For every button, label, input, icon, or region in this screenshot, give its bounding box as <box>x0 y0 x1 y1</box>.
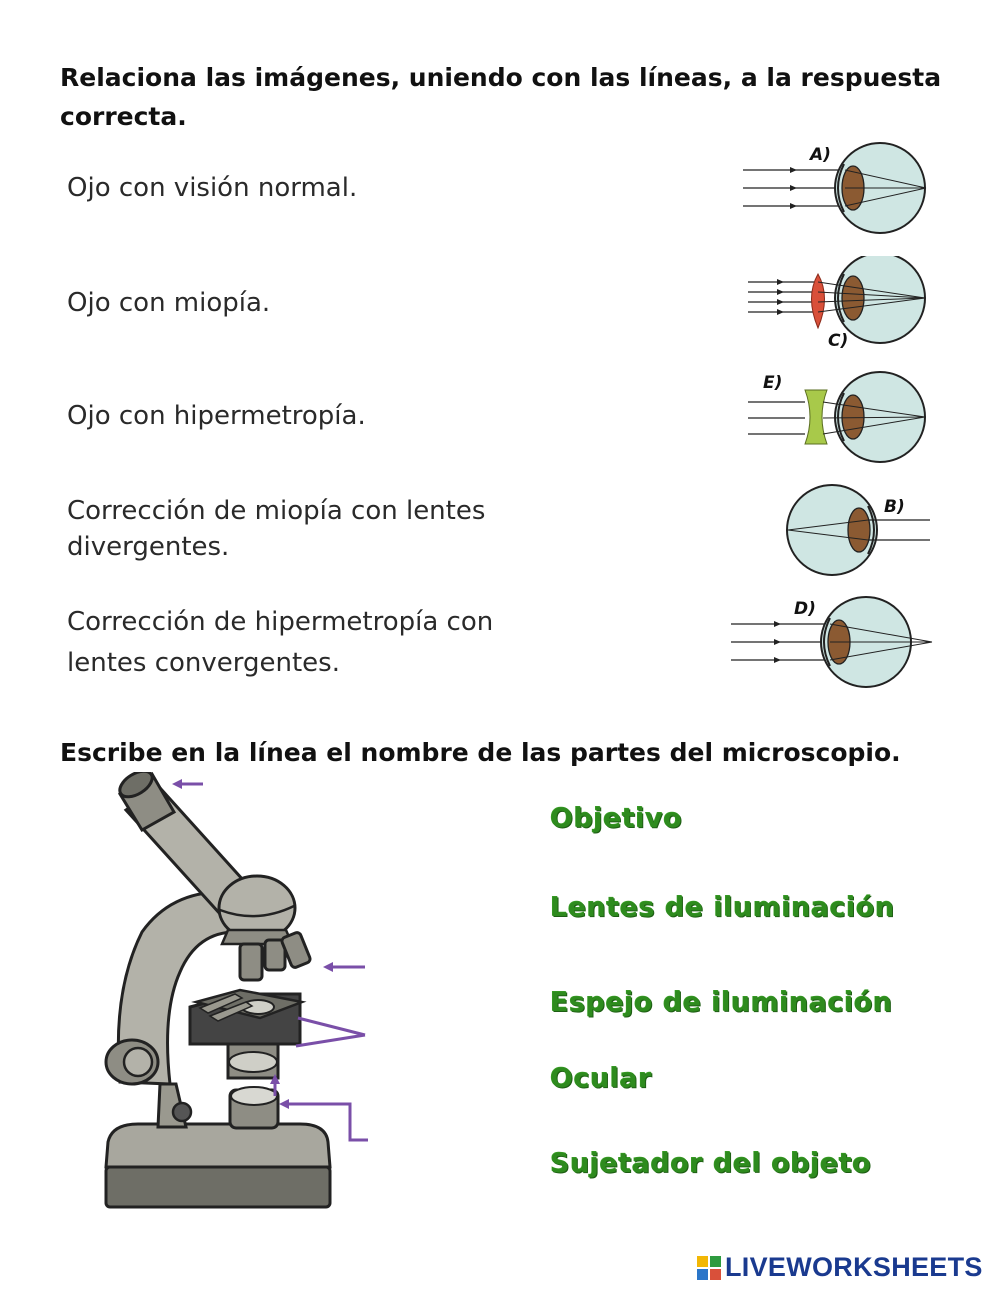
brand-name: LIVEWORKSHEETS <box>725 1252 983 1282</box>
liveworksheets-logo-icon <box>697 1255 721 1280</box>
arrow-stage-upper <box>297 1016 366 1037</box>
statement-normal-vision: Ojo con visión normal. <box>67 173 358 203</box>
eye-label-c: C) <box>828 331 848 351</box>
eye-label-d: D) <box>794 599 816 619</box>
answer-sujetador-del-objeto[interactable]: Sujetador del objeto <box>550 1148 872 1179</box>
statement-hyperopia: Ojo con hipermetropía. <box>67 401 366 431</box>
answer-lentes-de-iluminacion[interactable]: Lentes de iluminación <box>550 892 895 923</box>
arrow-mirror <box>285 1102 368 1142</box>
statement-hyperopia-correction: Corrección de hipermetropía con lentes c… <box>67 607 494 678</box>
answer-ocular[interactable]: Ocular <box>550 1063 652 1094</box>
eye-label-a: A) <box>808 145 831 165</box>
eye-diagram-e[interactable]: E) <box>745 368 935 468</box>
microscope-illustration <box>104 772 332 1209</box>
eye-diagram-b[interactable]: B) <box>780 482 935 582</box>
liveworksheets-brand: LIVEWORKSHEETS <box>697 1252 983 1283</box>
section1-heading: Relaciona las imágenes, uniendo con las … <box>60 63 942 131</box>
statement-myopia-correction: Corrección de miopía con lentes divergen… <box>67 496 486 562</box>
answer-objetivo[interactable]: Objetivo <box>550 803 683 834</box>
statement-myopia: Ojo con miopía. <box>67 288 271 318</box>
arrow-stage-lower <box>295 1033 366 1048</box>
eye-label-b: B) <box>884 497 905 517</box>
eye-label-e: E) <box>763 373 782 393</box>
eye-diagram-d[interactable]: D) <box>728 594 935 694</box>
answer-espejo-de-iluminacion[interactable]: Espejo de iluminación <box>550 987 893 1018</box>
section2-heading: Escribe en la línea el nombre de las par… <box>60 738 901 767</box>
eye-diagram-a[interactable]: A) <box>740 140 935 240</box>
eye-diagram-c[interactable]: C) <box>745 256 935 356</box>
